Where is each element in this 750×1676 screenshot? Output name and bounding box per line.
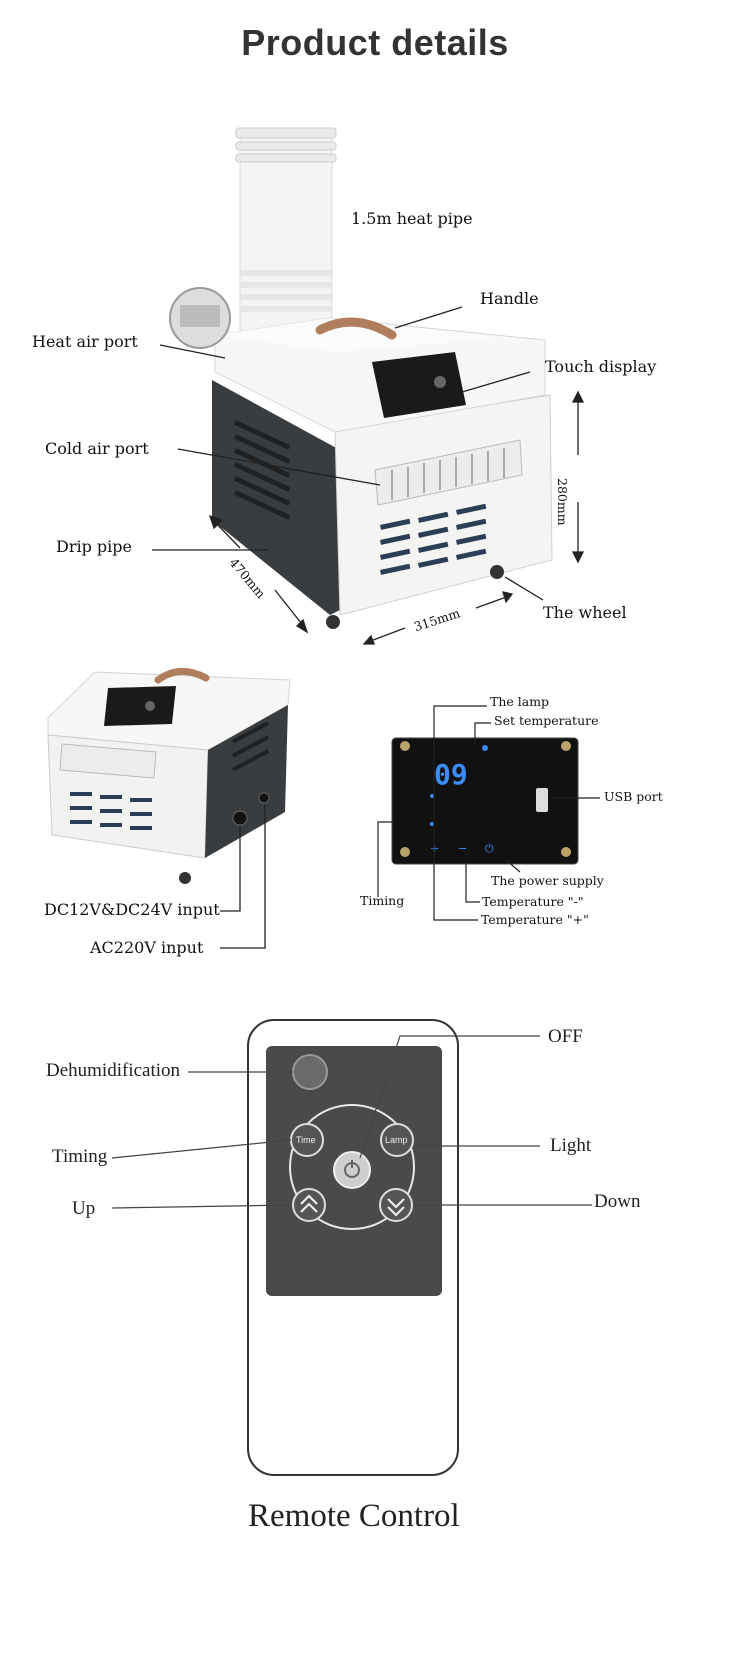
lamp-label: The lamp xyxy=(490,694,550,709)
panel-readout: 09 xyxy=(434,758,468,791)
remote-time-label: Time xyxy=(296,1135,316,1145)
remote-control-title: Remote Control xyxy=(248,1498,460,1534)
dehumidification-label: Dehumidification xyxy=(46,1060,181,1081)
temp-minus-label: Temperature "-" xyxy=(482,894,584,909)
set-temperature-label: Set temperature xyxy=(494,713,599,728)
svg-text:+: + xyxy=(430,842,439,855)
power-supply-label: The power supply xyxy=(491,873,604,888)
touch-display-label: Touch display xyxy=(545,357,657,376)
height-dimension: 280mm xyxy=(555,478,570,526)
remote-lamp-label: Lamp xyxy=(385,1135,408,1145)
svg-text:−: − xyxy=(458,842,467,855)
heat-pipe-graphic xyxy=(235,127,337,341)
wheel-label: The wheel xyxy=(543,603,627,622)
up-label: Up xyxy=(72,1198,96,1219)
unit-body-graphic xyxy=(212,317,553,629)
heat-air-port-inset xyxy=(169,287,231,349)
usb-port-label: USB port xyxy=(604,789,663,804)
light-label: Light xyxy=(550,1135,592,1156)
dc-input-label: DC12V&DC24V input xyxy=(44,900,220,919)
temp-plus-label: Temperature "+" xyxy=(481,912,589,927)
display-panel-graphic: 09 + − ⏻ xyxy=(391,737,579,865)
ac-input-label: AC220V input xyxy=(90,938,204,957)
side-view-graphic xyxy=(47,668,291,884)
page-title: Product details xyxy=(241,22,509,63)
remote-timing-label: Timing xyxy=(52,1146,108,1167)
off-label: OFF xyxy=(548,1026,583,1047)
handle-label: Handle xyxy=(480,289,539,308)
heat-air-port-label: Heat air port xyxy=(32,332,138,351)
down-label: Down xyxy=(594,1191,641,1212)
remote-graphic: Time Lamp xyxy=(247,1019,459,1476)
svg-text:⏻: ⏻ xyxy=(485,842,494,855)
heat-pipe-label: 1.5m heat pipe xyxy=(351,209,473,228)
drip-pipe-label: Drip pipe xyxy=(56,537,132,556)
panel-timing-label: Timing xyxy=(360,893,405,908)
cold-air-port-label: Cold air port xyxy=(45,439,149,458)
